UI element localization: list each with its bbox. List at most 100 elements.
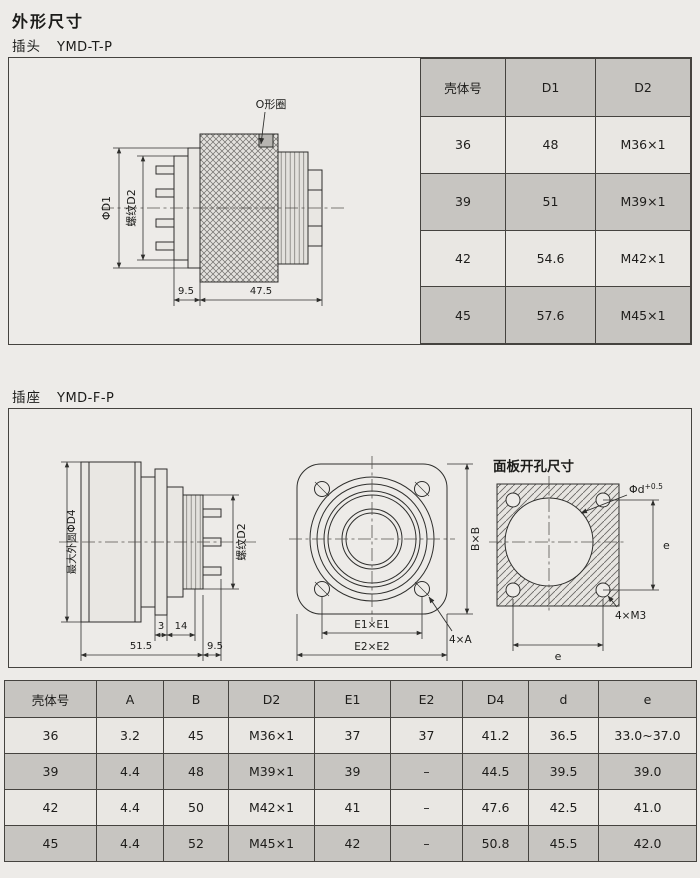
cell: 48 xyxy=(505,116,596,174)
table-header-row: 壳体号 A B D2 E1 E2 D4 d e xyxy=(4,680,697,718)
cell: 48 xyxy=(163,753,229,790)
dim-mid-label: 14 xyxy=(175,621,188,632)
cell: 42.5 xyxy=(528,789,599,826)
cell: M42×1 xyxy=(228,789,315,826)
cell: 47.6 xyxy=(462,789,529,826)
plug-model: YMD-T-P xyxy=(57,40,113,55)
cell: 50 xyxy=(163,789,229,826)
table-row: 42 4.4 50 M42×1 41 – 47.6 42.5 41.0 xyxy=(4,789,697,826)
corner-holes-callout: 4×A xyxy=(428,596,472,646)
table-row: 45 57.6 M45×1 xyxy=(420,286,691,344)
dim-d4 xyxy=(61,461,81,623)
header-cell: D2 xyxy=(228,680,315,718)
cell: 37 xyxy=(314,717,391,754)
cell: 36 xyxy=(4,717,97,754)
cell: M39×1 xyxy=(595,172,691,231)
table-row: 36 48 M36×1 xyxy=(420,116,691,174)
table-row: 42 54.6 M42×1 xyxy=(420,229,691,288)
cell: 41.2 xyxy=(462,717,529,754)
header-cell: D1 xyxy=(505,58,596,117)
header-cell: D4 xyxy=(462,680,529,718)
cell: 33.0~37.0 xyxy=(598,717,697,754)
dim-bxb xyxy=(447,463,473,615)
cell: M42×1 xyxy=(595,229,691,288)
table-row: 39 4.4 48 M39×1 39 – 44.5 39.5 39.0 xyxy=(4,753,697,790)
cell: 52 xyxy=(163,825,229,862)
oring-callout: O形圈 xyxy=(256,98,287,145)
cell: 39.5 xyxy=(528,753,599,790)
cell: – xyxy=(390,825,463,862)
cell: 37 xyxy=(390,717,463,754)
dim-d1-label: ΦD1 xyxy=(100,196,113,220)
cell: 57.6 xyxy=(505,286,596,344)
cell: 44.5 xyxy=(462,753,529,790)
cell: 3.2 xyxy=(96,717,164,754)
cell: M39×1 xyxy=(228,753,315,790)
header-cell: E1 xyxy=(314,680,391,718)
dim-length-label: 47.5 xyxy=(250,286,272,297)
panel-cutout-view xyxy=(489,476,627,614)
panel-screws-label: 4×M3 xyxy=(615,610,646,622)
dim-body-label: 51.5 xyxy=(130,641,152,652)
dim-bxb-label: B×B xyxy=(469,527,482,551)
cell: 41 xyxy=(314,789,391,826)
header-cell: 壳体号 xyxy=(420,58,506,117)
dim-lengths xyxy=(173,246,323,306)
plug-panel: O形圈 ΦD1 螺纹D2 9.5 47.5 xyxy=(8,57,692,345)
page-title: 外形尺寸 xyxy=(12,12,85,31)
dim-thread-d2 xyxy=(137,155,174,261)
dim-d4-label: 最大外圆ΦD4 xyxy=(65,509,78,574)
dim-panel-dia-label: Φd+0.5 xyxy=(629,482,663,496)
panel-screws-callout: 4×M3 xyxy=(607,595,646,622)
header-cell: d xyxy=(528,680,599,718)
cell: 42 xyxy=(314,825,391,862)
cell: 45 xyxy=(420,286,506,344)
dim-thread-d2-label: 螺纹D2 xyxy=(124,189,138,226)
dim-e1-e2 xyxy=(296,597,448,661)
header-cell: D2 xyxy=(595,58,691,117)
cell: 41.0 xyxy=(598,789,697,826)
cell: 54.6 xyxy=(505,229,596,288)
cell: 36 xyxy=(420,116,506,174)
front-crosshair xyxy=(289,456,455,622)
header-cell: e xyxy=(598,680,697,718)
socket-outline-drawing: 最大外圆ΦD4 螺纹D2 3 14 51.5 xyxy=(59,456,670,663)
dim-panel-e-right xyxy=(603,499,659,591)
cell: – xyxy=(390,789,463,826)
cell: 4.4 xyxy=(96,789,164,826)
dim-panel-dia: Φd+0.5 xyxy=(580,482,663,514)
cell: 42 xyxy=(420,229,506,288)
header-cell: A xyxy=(96,680,164,718)
corner-holes-label: 4×A xyxy=(449,634,472,646)
plug-outline-drawing: O形圈 ΦD1 螺纹D2 9.5 47.5 xyxy=(100,98,347,306)
table-header-row: 壳体号 D1 D2 xyxy=(420,58,691,117)
table-row: 45 4.4 52 M45×1 42 – 50.8 45.5 42.0 xyxy=(4,825,697,862)
table-row: 39 51 M39×1 xyxy=(420,172,691,231)
cell: 36.5 xyxy=(528,717,599,754)
dim-d1 xyxy=(113,147,188,269)
dim-rear-label: 9.5 xyxy=(178,286,194,297)
socket-label: 插座 xyxy=(12,390,41,406)
dim-side-lengths xyxy=(80,579,222,661)
cell: – xyxy=(390,753,463,790)
cell: 42 xyxy=(4,789,97,826)
cell: M36×1 xyxy=(228,717,315,754)
table-row: 36 3.2 45 M36×1 37 37 41.2 36.5 33.0~37.… xyxy=(4,717,697,754)
cell: M45×1 xyxy=(228,825,315,862)
cell: 45 xyxy=(163,717,229,754)
cell: 42.0 xyxy=(598,825,697,862)
cell: M36×1 xyxy=(595,116,691,174)
header-cell: B xyxy=(163,680,229,718)
header-cell: 壳体号 xyxy=(4,680,97,718)
cell: 39 xyxy=(314,753,391,790)
dim-tail-label: 9.5 xyxy=(207,641,223,652)
cell: 39 xyxy=(4,753,97,790)
oring-label: O形圈 xyxy=(256,98,287,111)
cell: 50.8 xyxy=(462,825,529,862)
cell: 4.4 xyxy=(96,825,164,862)
cell: 4.4 xyxy=(96,753,164,790)
dim-e2-label: E2×E2 xyxy=(354,641,389,653)
